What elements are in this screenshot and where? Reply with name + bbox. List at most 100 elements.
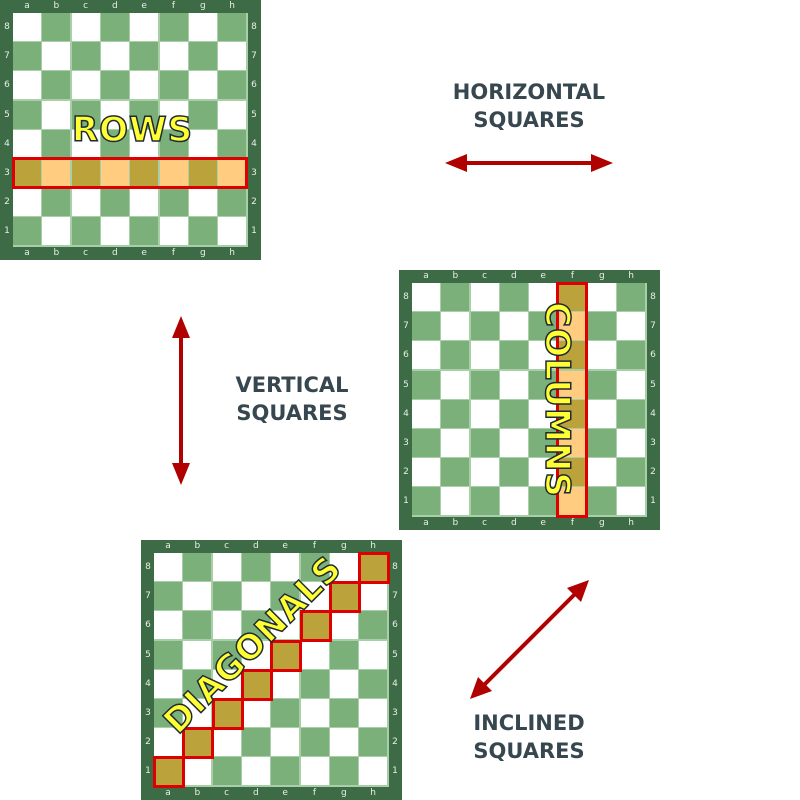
file-label: e xyxy=(141,248,147,258)
square-a5 xyxy=(13,100,41,129)
square-h3 xyxy=(617,429,646,457)
square-a3 xyxy=(154,699,182,727)
rank-label: 5 xyxy=(4,109,10,120)
square-h8 xyxy=(617,283,646,311)
square-d1 xyxy=(241,757,270,786)
square-h2 xyxy=(218,188,247,217)
file-label: c xyxy=(224,788,230,798)
square-c8 xyxy=(212,553,241,581)
square-a4 xyxy=(13,129,41,158)
square-c1 xyxy=(470,487,499,516)
square-f5 xyxy=(558,370,587,399)
horizontal-double-arrow-icon xyxy=(445,154,613,172)
square-a5 xyxy=(154,640,182,669)
square-h3 xyxy=(218,159,247,187)
square-c8 xyxy=(71,13,100,41)
square-d8 xyxy=(100,13,129,41)
square-e1 xyxy=(529,487,558,516)
square-b3 xyxy=(441,429,470,457)
square-g2 xyxy=(329,728,358,757)
rank-label: 2 xyxy=(392,737,398,748)
file-label: b xyxy=(53,1,60,11)
square-c4 xyxy=(71,129,100,158)
square-g2 xyxy=(188,188,217,217)
square-e5 xyxy=(271,640,300,669)
square-b1 xyxy=(42,217,71,246)
square-f4 xyxy=(159,129,188,158)
rank-label: 3 xyxy=(392,708,398,718)
rank-label: 6 xyxy=(145,620,151,631)
square-d4 xyxy=(241,669,270,698)
square-b4 xyxy=(42,129,71,158)
square-c3 xyxy=(212,699,241,727)
rank-label: 8 xyxy=(392,562,398,572)
square-g4 xyxy=(587,399,616,428)
rank-label: 4 xyxy=(650,408,656,419)
square-h5 xyxy=(617,370,646,399)
square-h1 xyxy=(218,217,247,246)
rank-label: 2 xyxy=(403,467,409,478)
square-a2 xyxy=(154,728,182,757)
square-e7 xyxy=(529,312,558,341)
square-e2 xyxy=(271,728,300,757)
highlight-outline xyxy=(240,668,273,701)
square-h8 xyxy=(359,553,388,581)
file-label: f xyxy=(171,1,176,11)
rank-label: 7 xyxy=(4,51,10,62)
rank-label: 5 xyxy=(650,379,656,390)
highlight-outline xyxy=(182,727,215,760)
square-d3 xyxy=(100,159,129,187)
square-g5 xyxy=(188,100,217,129)
square-a8 xyxy=(412,283,440,311)
file-label: a xyxy=(24,248,30,258)
square-c7 xyxy=(71,42,100,71)
file-label: e xyxy=(282,788,288,798)
square-b3 xyxy=(183,699,212,727)
square-f4 xyxy=(300,669,329,698)
square-b8 xyxy=(42,13,71,41)
rank-label: 6 xyxy=(251,80,257,91)
square-e6 xyxy=(529,341,558,370)
file-label: g xyxy=(598,518,605,528)
square-g3 xyxy=(587,429,616,457)
rank-label: 8 xyxy=(145,562,151,572)
square-g2 xyxy=(587,458,616,487)
square-e2 xyxy=(130,188,159,217)
file-label: e xyxy=(540,518,546,528)
file-label: b xyxy=(194,541,201,551)
rank-label: 7 xyxy=(392,591,398,602)
file-label: h xyxy=(628,518,634,528)
square-d7 xyxy=(100,42,129,71)
square-g1 xyxy=(329,757,358,786)
file-label: h xyxy=(229,248,235,258)
file-label: f xyxy=(570,271,575,281)
file-label: g xyxy=(199,1,206,11)
file-label: d xyxy=(511,518,517,528)
square-h1 xyxy=(617,487,646,516)
square-a2 xyxy=(412,458,440,487)
rank-label: 1 xyxy=(650,496,656,507)
square-d6 xyxy=(100,71,129,100)
rank-label: 7 xyxy=(650,321,656,332)
highlight-outline xyxy=(211,698,244,730)
square-f4 xyxy=(558,399,587,428)
square-g4 xyxy=(188,129,217,158)
square-f2 xyxy=(159,188,188,217)
square-c3 xyxy=(470,429,499,457)
square-a4 xyxy=(154,669,182,698)
square-d4 xyxy=(499,399,528,428)
square-d2 xyxy=(100,188,129,217)
square-b6 xyxy=(441,341,470,370)
square-c6 xyxy=(470,341,499,370)
rank-label: 2 xyxy=(650,467,656,478)
file-label: f xyxy=(171,248,176,258)
square-f7 xyxy=(159,42,188,71)
square-d7 xyxy=(241,582,270,611)
square-h4 xyxy=(359,669,388,698)
square-f6 xyxy=(159,71,188,100)
rank-label: 6 xyxy=(650,350,656,361)
square-b4 xyxy=(441,399,470,428)
rank-label: 7 xyxy=(251,51,257,62)
rank-label: 8 xyxy=(650,292,656,302)
